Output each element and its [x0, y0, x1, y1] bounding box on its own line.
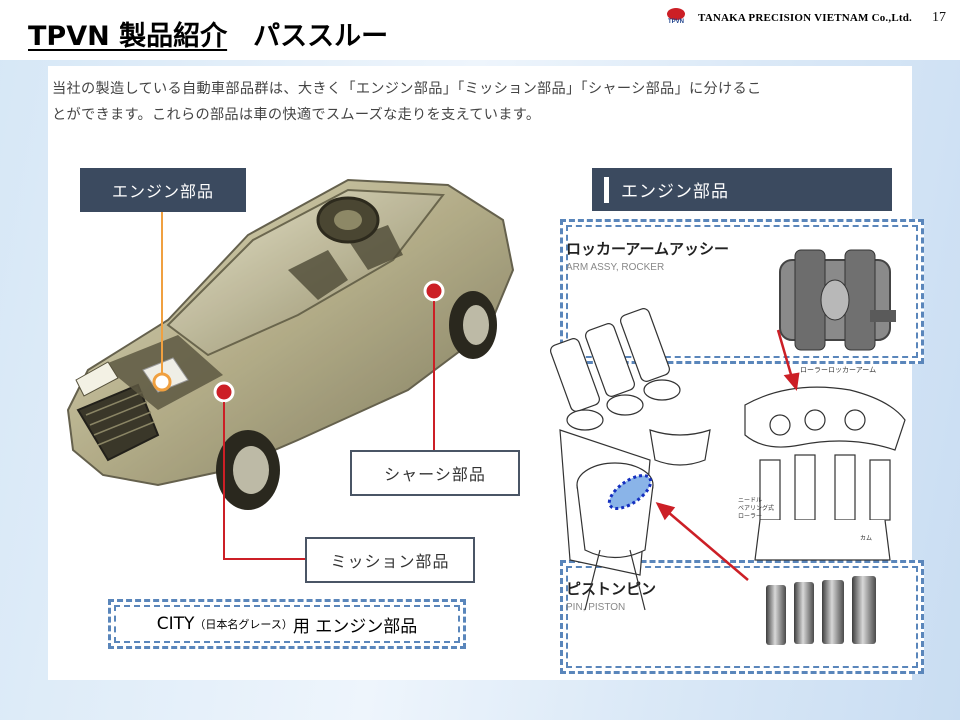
car-seats — [288, 225, 403, 300]
intro-text: 当社の製造している自動車部品群は、大きく「エンジン部品」「ミッション部品」「シャ… — [52, 76, 902, 128]
engine-marker-dot — [152, 372, 172, 392]
valve-train-drawing — [550, 308, 711, 611]
page-number: 17 — [932, 10, 946, 25]
rocker-arm-drawing — [744, 386, 906, 561]
logo-text: TPVN — [667, 19, 684, 25]
needle-bearing-label: ニードルベアリング式ローラー — [738, 497, 774, 520]
piston-pin-title: ピストンピン — [566, 580, 657, 598]
car-body — [66, 178, 515, 487]
city-caption-paren: （日本名グレース） — [194, 618, 293, 631]
chassis-marker-dot — [423, 280, 445, 302]
title-main: TPVN 製品紹介 — [28, 21, 228, 52]
engine-parts-tag: エンジン部品 — [80, 168, 246, 212]
header-accent-bar — [604, 176, 609, 203]
piston-arrow — [667, 511, 749, 581]
company-name: TANAKA PRECISION VIETNAM Co.,Ltd. — [698, 12, 912, 24]
rocker-arm-title: ロッカーアームアッシー — [566, 240, 730, 258]
mission-marker-dot — [213, 381, 235, 403]
piston-pin-highlight — [607, 474, 653, 510]
cam-label: カム — [860, 535, 872, 542]
car-grille — [76, 383, 160, 462]
city-caption-box: CITY（日本名グレース）用 エンジン部品 — [108, 599, 466, 649]
rear-wheel — [449, 291, 497, 359]
rocker-arm-subtitle: ARM ASSY, ROCKER — [566, 262, 665, 273]
engine-section-header: エンジン部品 — [592, 168, 892, 211]
chassis-parts-tag: シャーシ部品 — [350, 450, 520, 496]
mission-leader-line — [223, 402, 305, 560]
front-wheel — [216, 430, 280, 510]
car-cutaway-illustration — [66, 178, 515, 560]
headlight — [75, 361, 119, 397]
piston-pins-photo — [766, 576, 876, 645]
piston-pin-subtitle: PIN, PISTON — [566, 602, 626, 613]
city-caption-prefix: CITY — [156, 614, 195, 634]
company-logo: TPVN — [664, 8, 688, 28]
company-header: TPVN TANAKA PRECISION VIETNAM Co.,Ltd. — [664, 8, 912, 28]
logo-disc-icon — [667, 8, 685, 20]
engine-parts-illustration: ローラーロッカーアーム ニードルベアリング式ローラー カム — [550, 249, 906, 645]
rocker-arm-photo — [779, 249, 896, 351]
engine-section-title: エンジン部品 — [621, 182, 729, 202]
intro-line-1: 当社の製造している自動車部品群は、大きく「エンジン部品」「ミッション部品」「シャ… — [52, 81, 762, 97]
rocker-drawing-label: ローラーロッカーアーム — [800, 366, 876, 374]
rocker-arrow — [776, 329, 794, 379]
mission-parts-tag: ミッション部品 — [305, 537, 475, 583]
page-title: TPVN 製品紹介パススルー — [28, 14, 388, 53]
intro-line-2: とができます。これらの部品は車の快適でスムーズな走りを支えています。 — [52, 107, 541, 123]
header-band — [0, 0, 960, 60]
title-sub: パススルー — [253, 21, 389, 52]
city-caption-inner: CITY（日本名グレース）用 エンジン部品 — [114, 605, 460, 643]
city-caption-suffix: 用 エンジン部品 — [292, 616, 418, 637]
